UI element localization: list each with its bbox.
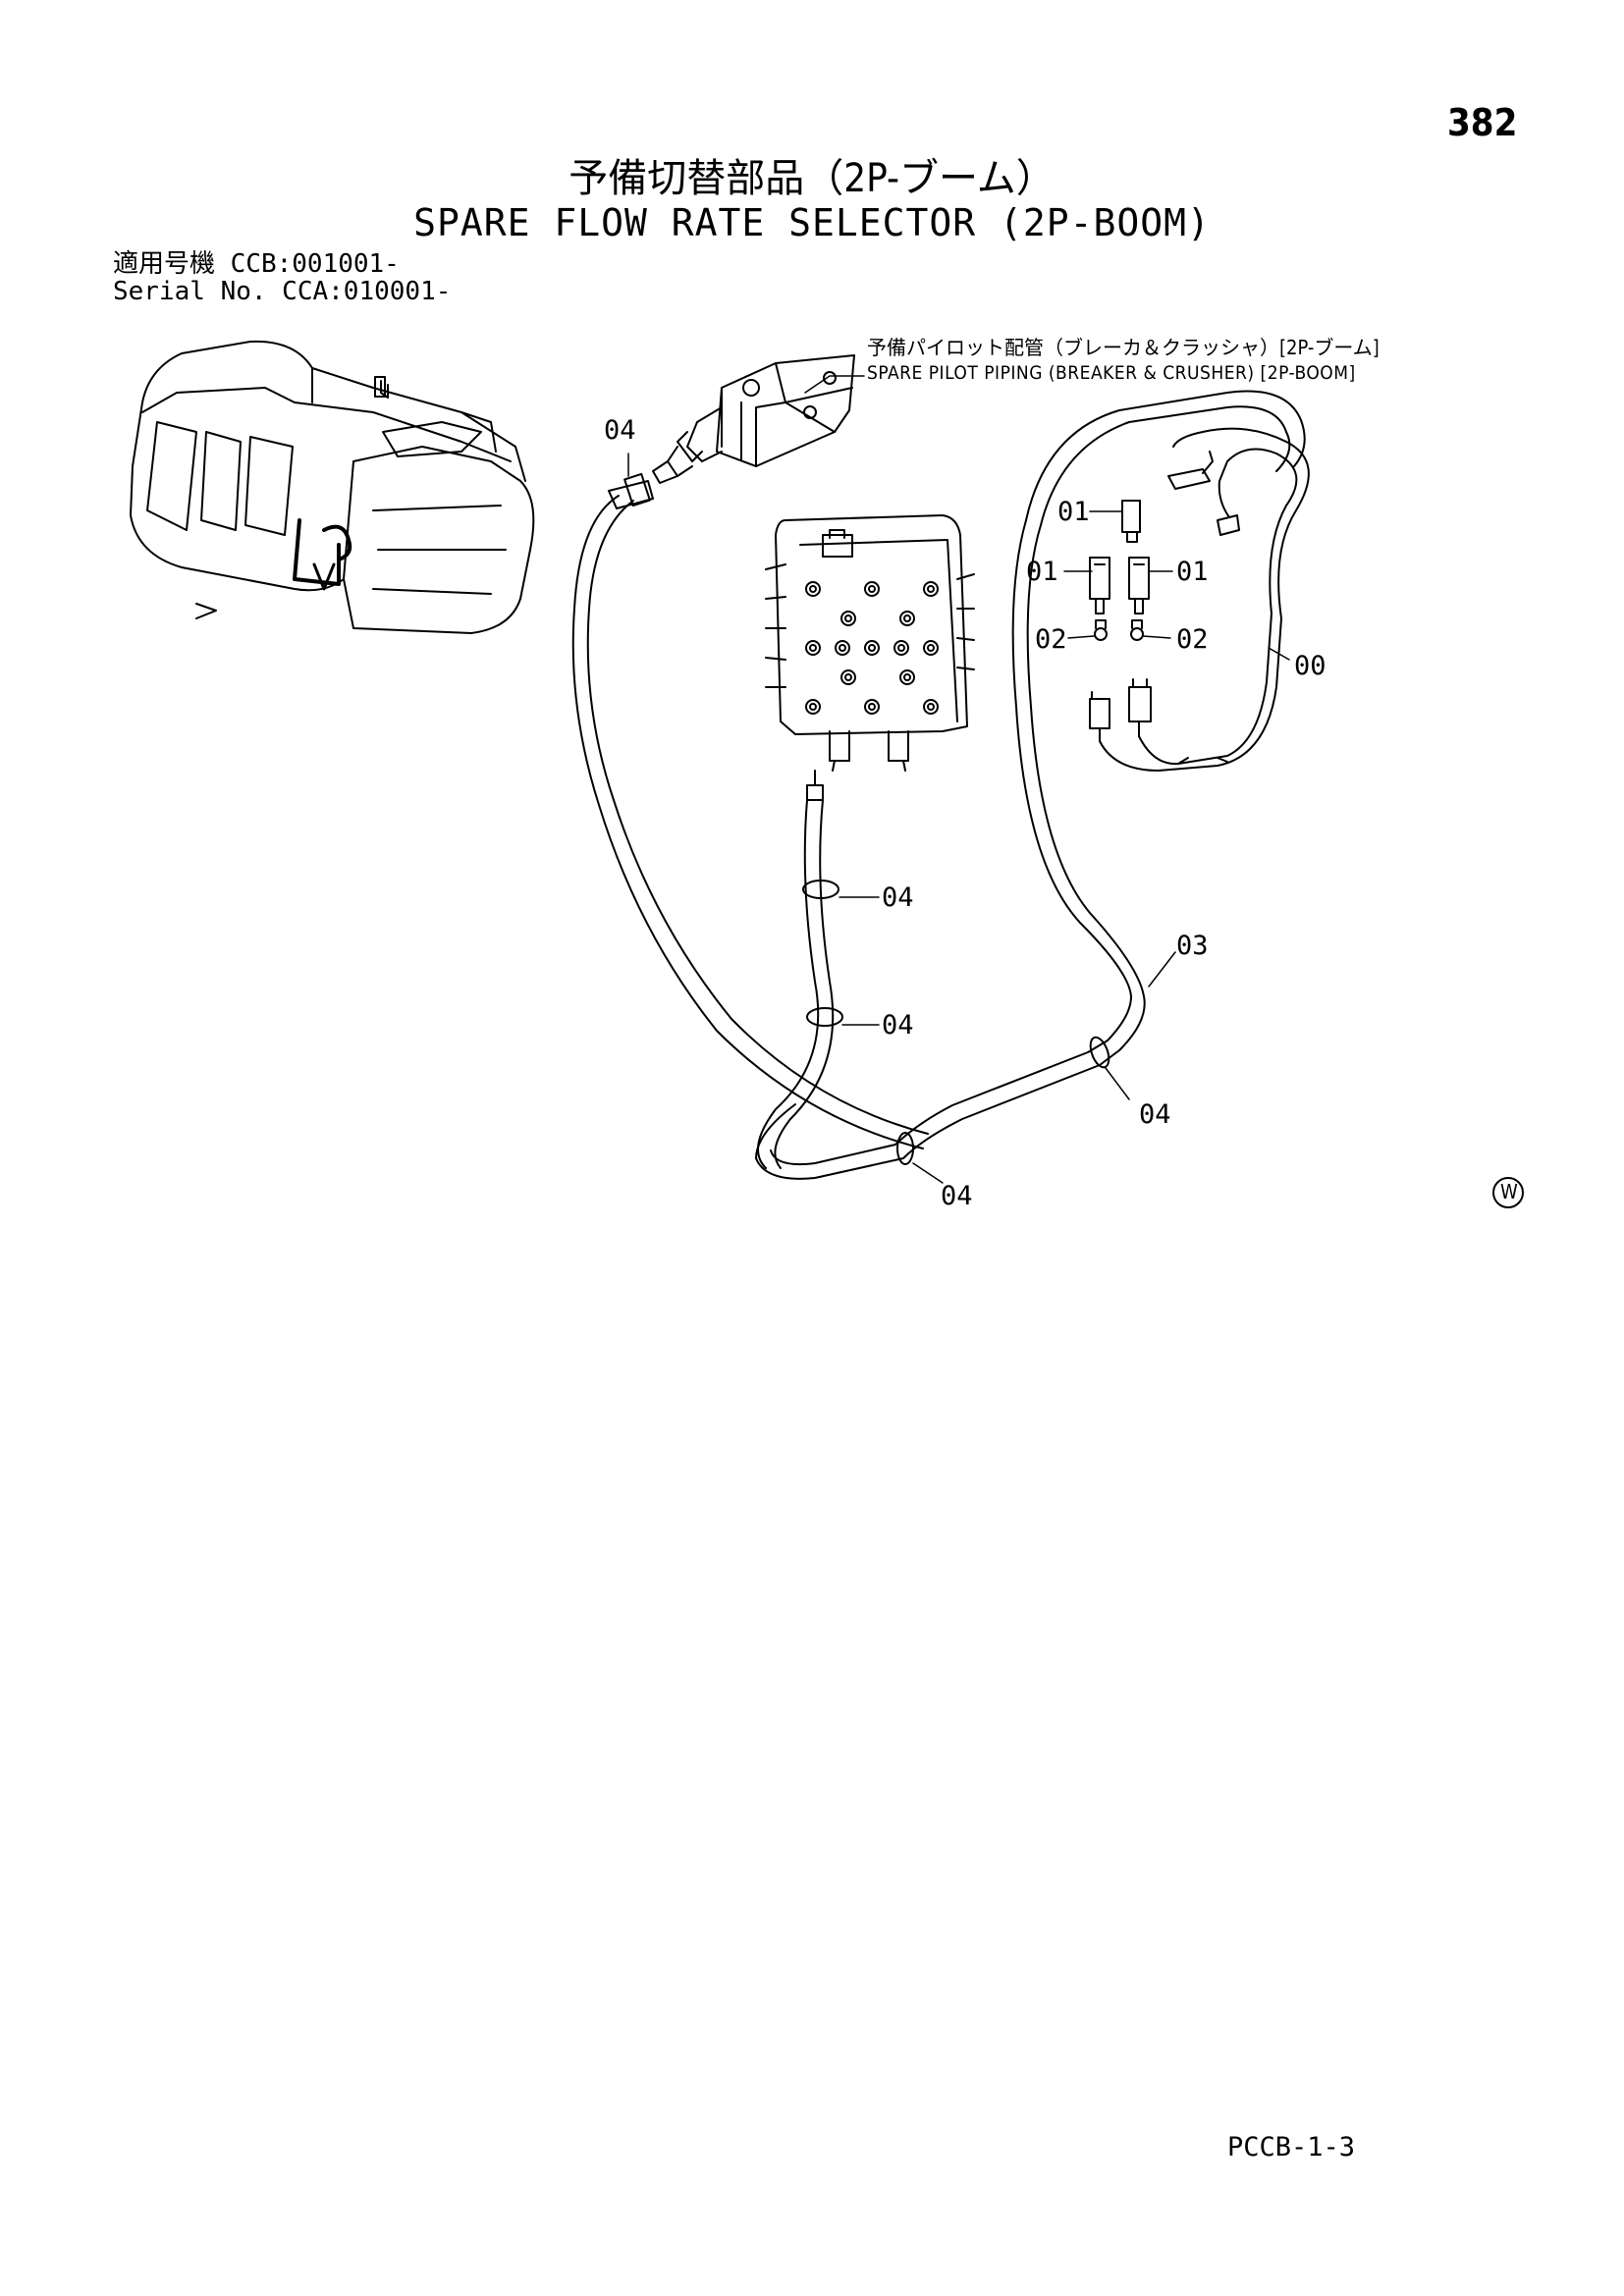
serial-number: Serial No. CCA:010001- bbox=[113, 277, 452, 306]
valve-port-inner bbox=[927, 644, 935, 652]
valve-port bbox=[835, 640, 850, 656]
control-valve-ports bbox=[805, 581, 939, 715]
serial-applicable-models: 適用号機 CCB:001001- bbox=[113, 249, 400, 279]
part-label-04: 04 bbox=[941, 1181, 973, 1211]
watermark-circle bbox=[1492, 1177, 1524, 1208]
valve-port-inner bbox=[844, 614, 852, 622]
valve-port bbox=[893, 640, 909, 656]
footer-page-code: PCCB-1-3 bbox=[1227, 2132, 1356, 2163]
valve-port bbox=[805, 581, 821, 597]
pilot-hose-left bbox=[571, 472, 929, 1149]
part-label-02: 02 bbox=[1176, 624, 1209, 655]
callout-pilot-piping-english: SPARE PILOT PIPING (BREAKER & CRUSHER) [… bbox=[867, 362, 1356, 384]
valve-port bbox=[805, 699, 821, 715]
valve-port-inner bbox=[809, 703, 817, 711]
hose-clamps bbox=[802, 880, 1110, 1165]
valve-port-inner bbox=[903, 614, 911, 622]
part-label-02: 02 bbox=[1035, 624, 1067, 655]
valve-port bbox=[923, 581, 939, 597]
page-number: 382 bbox=[1447, 101, 1518, 144]
valve-port-inner bbox=[903, 673, 911, 681]
selector-valve-illustration bbox=[652, 354, 855, 484]
wire-harness-illustration bbox=[1099, 427, 1310, 772]
part-label-04: 04 bbox=[604, 415, 636, 446]
valve-port bbox=[899, 611, 915, 626]
page-title-japanese: 予備切替部品（2P-ブーム） bbox=[568, 156, 1056, 201]
valve-port-inner bbox=[809, 585, 817, 593]
valve-port bbox=[923, 699, 939, 715]
valve-port-inner bbox=[839, 644, 846, 652]
valve-port-inner bbox=[809, 644, 817, 652]
page-title-english: SPARE FLOW RATE SELECTOR (2P-BOOM) bbox=[413, 201, 1211, 244]
valve-port bbox=[840, 611, 856, 626]
pilot-hose-03 bbox=[755, 390, 1306, 1180]
part-label-01: 01 bbox=[1176, 557, 1209, 587]
valve-port bbox=[864, 640, 880, 656]
valve-port-inner bbox=[927, 585, 935, 593]
valve-port-inner bbox=[897, 644, 905, 652]
valve-port bbox=[805, 640, 821, 656]
leader-lines bbox=[627, 375, 1290, 1184]
valve-port-inner bbox=[868, 644, 876, 652]
part-label-04: 04 bbox=[882, 1010, 914, 1041]
solenoid-parts-illustration bbox=[1089, 500, 1152, 742]
valve-port-inner bbox=[844, 673, 852, 681]
part-label-00: 00 bbox=[1294, 651, 1326, 681]
control-valve-block-illustration bbox=[765, 514, 975, 772]
part-label-03: 03 bbox=[1176, 931, 1209, 961]
valve-port-inner bbox=[868, 585, 876, 593]
valve-port bbox=[864, 699, 880, 715]
valve-port-inner bbox=[927, 703, 935, 711]
callout-pilot-piping-japanese: 予備パイロット配管（ブレーカ＆クラッシャ）[2P-ブーム] bbox=[867, 336, 1380, 359]
part-label-04: 04 bbox=[882, 882, 914, 913]
valve-port bbox=[864, 581, 880, 597]
valve-port bbox=[923, 640, 939, 656]
valve-port bbox=[899, 669, 915, 685]
part-label-04: 04 bbox=[1139, 1099, 1171, 1130]
excavator-overview-illustration bbox=[130, 340, 535, 634]
part-label-01: 01 bbox=[1057, 497, 1090, 527]
watermark-letter: W bbox=[1500, 1180, 1518, 1203]
valve-port-inner bbox=[868, 703, 876, 711]
valve-port bbox=[840, 669, 856, 685]
part-label-01: 01 bbox=[1026, 557, 1058, 587]
